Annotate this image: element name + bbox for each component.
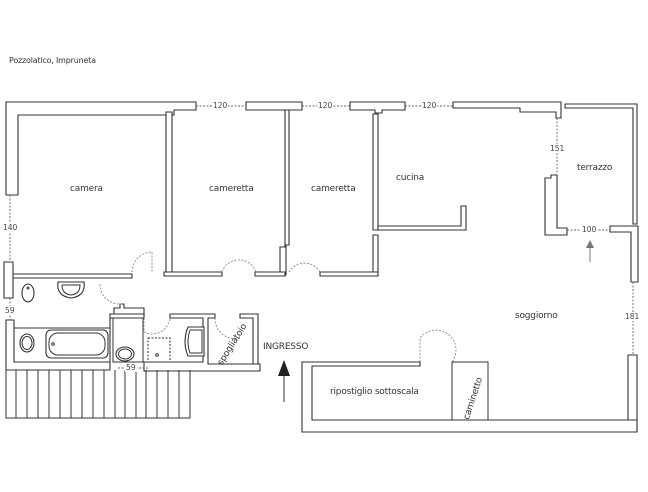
room-cameretta-2: cameretta	[311, 184, 356, 194]
bathroom-floor-frame	[13, 327, 111, 363]
room-ripostiglio: ripostiglio sottoscala	[330, 387, 419, 397]
dim-terrace-opening: 151	[549, 144, 566, 153]
wall-camerette-divider	[279, 109, 290, 276]
wall-cucina-right-lower	[372, 234, 379, 277]
wall-cameretta2-bottom-b	[319, 271, 379, 277]
stair-outline	[5, 370, 191, 419]
wall-top-4	[452, 101, 562, 119]
bidet-icon	[21, 283, 35, 303]
wall-top-right	[564, 103, 638, 225]
entrance-arrow-icon	[278, 360, 290, 376]
room-cameretta-1: cameretta	[209, 184, 254, 194]
door-camera	[131, 251, 153, 273]
wall-bottom	[301, 361, 638, 433]
wall-cucina-bottom	[377, 205, 467, 231]
door-spogliatoio	[214, 317, 241, 340]
room-soggiorno: soggiorno	[515, 311, 558, 321]
dim-terrace-door: 100	[581, 225, 598, 234]
dim-right-window: 181	[624, 312, 641, 321]
room-cucina: cucina	[396, 173, 425, 183]
dim-window-1: 120	[212, 101, 229, 110]
dim-window-2: 120	[317, 101, 334, 110]
wall-terrace-right	[609, 225, 639, 283]
shower-box	[147, 337, 171, 363]
wall-bathroom-2	[113, 303, 145, 315]
door-wc	[143, 317, 171, 335]
door-cameretta	[221, 259, 257, 273]
dim-window-3: 120	[421, 101, 438, 110]
room-ingresso: INGRESSO	[263, 342, 309, 352]
dim-bath-window: 59	[125, 363, 137, 372]
stair-steps	[15, 370, 180, 418]
bathtub-icon	[45, 329, 109, 359]
wall-top-3	[349, 101, 406, 114]
sink-icon	[57, 281, 85, 299]
wc-frame	[112, 317, 144, 363]
wall-camera-right	[165, 111, 173, 273]
wall-cucina-left	[372, 113, 379, 231]
dim-left-window-2: 59	[4, 306, 16, 315]
caminetto-box	[451, 361, 489, 421]
wall-cameretta2-bottom-a	[254, 271, 286, 277]
dim-left-window: 140	[2, 223, 19, 232]
wall-top-2	[245, 101, 303, 111]
wall-camera-bottom	[11, 273, 133, 279]
bathtub-inner	[48, 332, 106, 356]
door-cameretta-2	[288, 262, 321, 273]
wall-terrace-pier	[544, 174, 568, 236]
room-camera: camera	[70, 184, 103, 194]
wall-bathroom-3	[143, 313, 261, 372]
terrace-arrow-icon	[586, 240, 594, 248]
wall-left-pier	[3, 261, 14, 299]
wall-spogliatoio	[239, 313, 259, 365]
location-caption: Pozzolatico, Impruneta	[9, 56, 96, 65]
wall-cameretta-bottom	[163, 271, 223, 277]
room-terrazzo: terrazzo	[577, 163, 613, 173]
sink-icon-2	[184, 326, 205, 357]
door-ripostiglio	[419, 329, 457, 363]
door-bathroom	[99, 283, 123, 305]
